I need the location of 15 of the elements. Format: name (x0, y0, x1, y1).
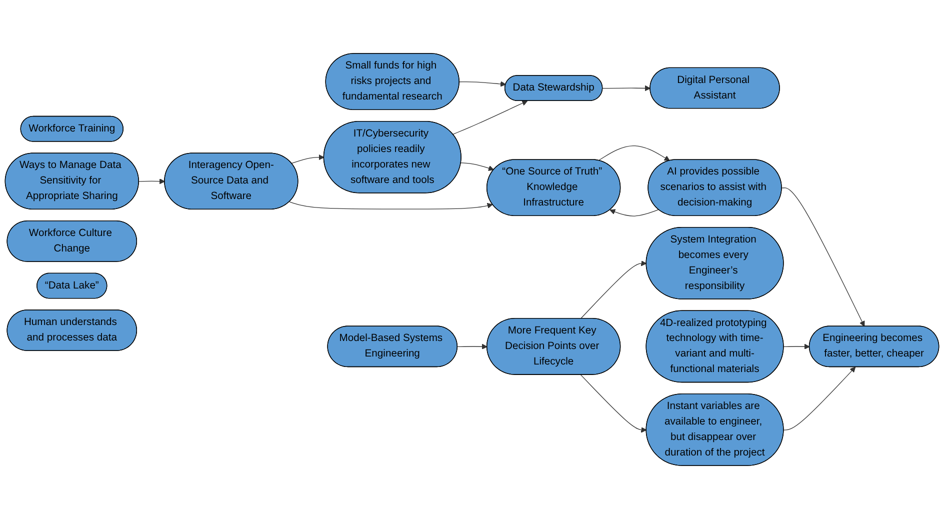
arrow (452, 100, 528, 135)
arrow (457, 344, 488, 350)
arrow (289, 201, 493, 210)
arrow (602, 85, 651, 92)
arrow (460, 162, 494, 171)
arrow (598, 145, 670, 161)
arrow (783, 344, 810, 350)
arrow (459, 81, 506, 87)
arrow (782, 188, 865, 327)
arrow (783, 366, 856, 430)
arrow (138, 178, 166, 184)
arrow (580, 260, 647, 319)
arrow (580, 374, 647, 433)
arrow (291, 154, 324, 164)
arrow (610, 209, 659, 216)
